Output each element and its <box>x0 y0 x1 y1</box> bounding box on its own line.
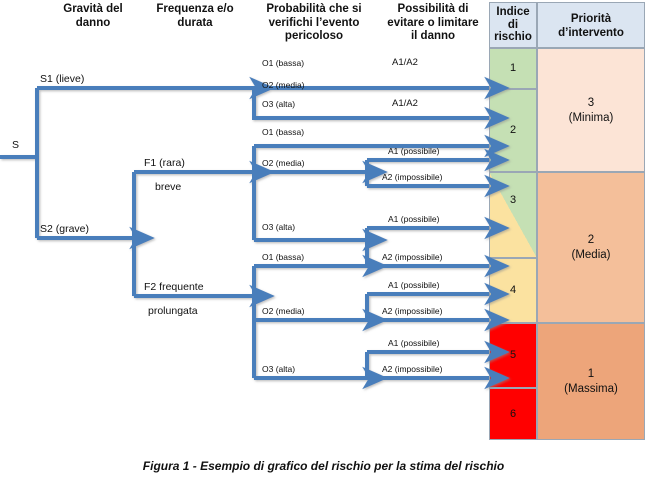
header-possibilita-line3: il danno <box>410 30 456 42</box>
label-f1-rara: F1 (rara) <box>144 157 185 169</box>
label-f2-o2: O2 (media) <box>262 306 305 316</box>
header-gravita: Gravità del danno <box>38 3 148 30</box>
priority-massima-name: (Massima) <box>564 383 618 395</box>
priority-massima-num: 1 <box>587 368 595 380</box>
label-f1-o3: O3 (alta) <box>262 222 296 232</box>
risk-index-value-3: 3 <box>509 194 517 206</box>
label-f2-o2-a1: A1 (possibile) <box>388 280 440 290</box>
label-f2-o3-a1: A1 (possibile) <box>388 338 440 348</box>
priority-minima-num: 3 <box>587 97 595 109</box>
label-f2-frequente: F2 frequente <box>144 281 204 293</box>
header-indice-rischio: Indice di rischio <box>490 6 536 44</box>
box-s1-o <box>252 88 375 120</box>
header-frequenza-line2: durata <box>177 16 213 29</box>
label-f1-o2: O2 (media) <box>262 158 305 168</box>
header-probabilita-line3: pericoloso <box>284 30 344 42</box>
header-probabilita: Probabilità che si verifichi l’evento pe… <box>252 3 376 44</box>
label-s1-o1-avoidance: A1/A2 <box>392 57 418 68</box>
risk-index-cell-3: 3 <box>489 172 537 258</box>
label-f1-o2-a1: A1 (possibile) <box>388 146 440 156</box>
priority-minima-name: (Minima) <box>568 112 614 124</box>
header-priorita-intervento: Priorità d’intervento <box>538 13 644 40</box>
header-priorita-intervento-cell: Priorità d’intervento <box>537 2 645 48</box>
header-priorita-line1: Priorità <box>570 13 612 25</box>
label-s1-o1: O1 (bassa) <box>262 58 305 68</box>
label-s1-o2: O2 (media) <box>262 80 305 90</box>
label-f1-o3-a1: A1 (possibile) <box>388 214 440 224</box>
header-possibilita: Possibilità di evitare o limitare il dan… <box>378 3 488 44</box>
label-f2-o2-a2: A2 (impossibile) <box>382 306 443 316</box>
label-f2-o1-a2: A2 (impossibile) <box>382 252 443 262</box>
label-s1-o3: O3 (alta) <box>262 99 296 109</box>
header-indice-rischio-cell: Indice di rischio <box>489 2 537 48</box>
risk-index-value-4: 4 <box>509 284 517 296</box>
header-frequenza: Frequenza e/o durata <box>135 3 255 30</box>
label-f1-o2-a2: A2 (impossibile) <box>382 172 443 182</box>
priority-minima-text: 3 (Minima) <box>538 96 644 126</box>
header-priorita-line2: d’intervento <box>558 26 624 39</box>
label-f2-o1: O1 (bassa) <box>262 252 305 262</box>
risk-index-value-6: 6 <box>509 408 517 420</box>
label-root-s: S <box>12 139 20 151</box>
header-indice-line3: rischio <box>494 31 532 43</box>
priority-media-text: 2 (Media) <box>538 233 644 263</box>
header-probabilita-line1: Probabilità che si <box>266 3 362 15</box>
risk-index-value-5: 5 <box>509 349 517 361</box>
priority-media-num: 2 <box>587 234 595 246</box>
header-frequenza-line1: Frequenza e/o <box>156 3 234 15</box>
label-f2-o3-a2: A2 (impossibile) <box>382 364 443 374</box>
label-f1-breve: breve <box>155 181 182 193</box>
header-possibilita-line1: Possibilità di <box>397 3 469 15</box>
header-possibilita-line2: evitare o limitare <box>387 16 479 29</box>
header-probabilita-line2: verifichi l’evento <box>268 16 360 29</box>
priority-massima-text: 1 (Massima) <box>538 367 644 397</box>
header-gravita-line1: Gravità del <box>63 3 123 15</box>
risk-index-value-2: 2 <box>509 124 517 136</box>
priority-media-name: (Media) <box>571 249 611 261</box>
header-indice-line1: Indice <box>496 6 530 18</box>
figure-caption: Figura 1 - Esempio di grafico del rischi… <box>142 459 505 473</box>
label-f1-o1: O1 (bassa) <box>262 127 305 137</box>
header-gravita-line2: danno <box>75 16 111 29</box>
priority-cell-media: 2 (Media) <box>537 172 645 323</box>
risk-index-value-1: 1 <box>509 62 517 74</box>
label-f2-o3: O3 (alta) <box>262 364 296 374</box>
header-indice-line2: di <box>507 18 519 31</box>
label-s1-lieve: S1 (lieve) <box>40 73 85 85</box>
label-s2-grave: S2 (grave) <box>40 223 90 235</box>
risk-index-cell-6: 6 <box>489 388 537 440</box>
priority-cell-massima: 1 (Massima) <box>537 323 645 440</box>
label-s1-o3-avoidance: A1/A2 <box>392 98 418 109</box>
priority-cell-minima: 3 (Minima) <box>537 48 645 172</box>
label-f2-prolungata: prolungata <box>148 305 198 317</box>
